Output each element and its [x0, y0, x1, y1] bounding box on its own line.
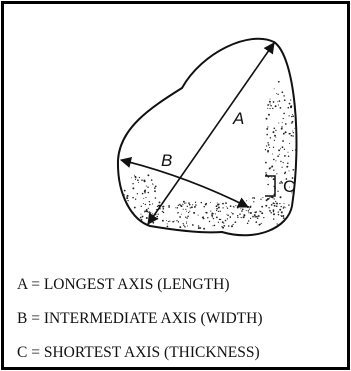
legend-longest-axis: A = LONGEST AXIS (LENGTH) — [17, 276, 230, 293]
axis-a-label: A — [232, 109, 244, 128]
axis-c-label: C — [283, 177, 295, 196]
legend-shortest-axis: C = SHORTEST AXIS (THICKNESS) — [17, 344, 260, 361]
axis-b-label: B — [161, 151, 172, 170]
axis-b-line — [119, 156, 250, 208]
axis-c-bracket — [265, 175, 276, 197]
pebble-outline — [116, 37, 298, 237]
legend-intermediate-axis: B = INTERMEDIATE AXIS (WIDTH) — [17, 310, 263, 327]
